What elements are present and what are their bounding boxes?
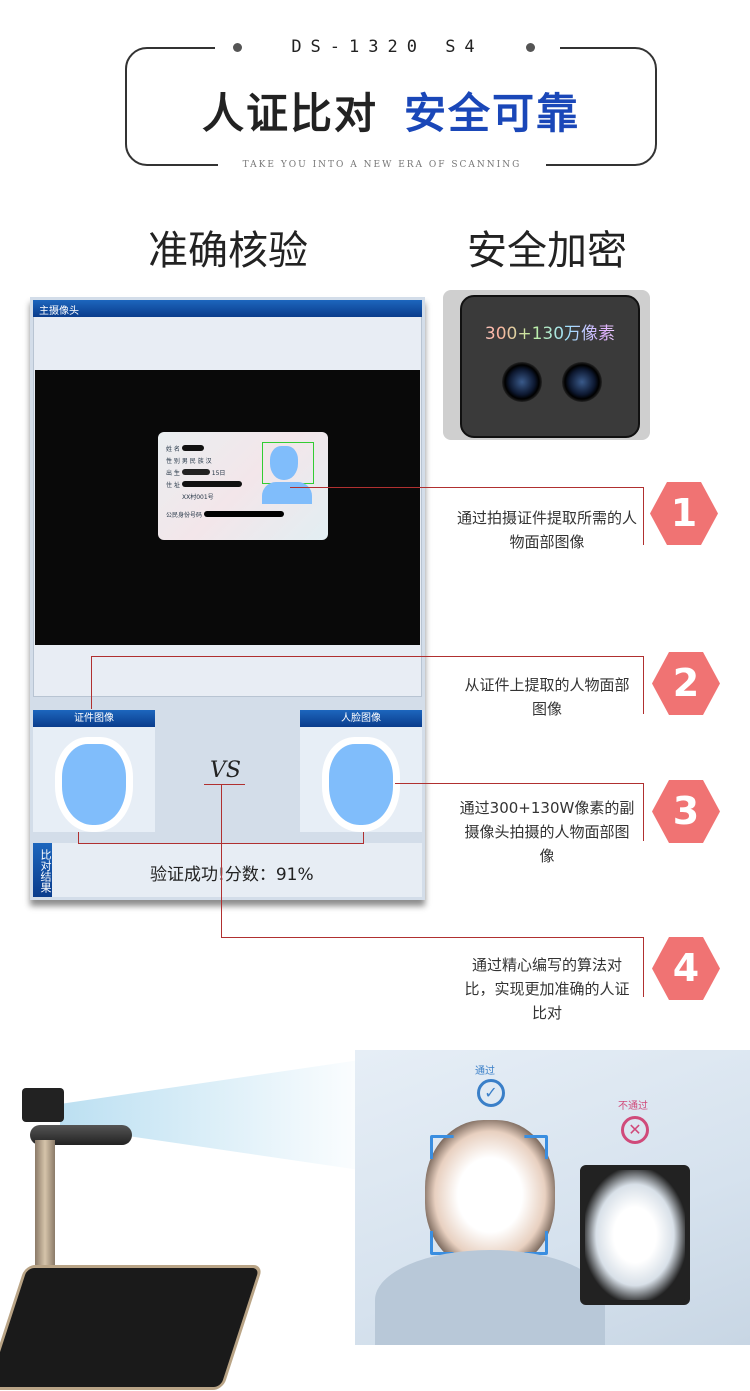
cross-icon: ✕	[621, 1116, 649, 1144]
callout-3-badge: 3	[652, 780, 720, 843]
callout-2-badge: 2	[652, 652, 720, 715]
lens-icon	[562, 362, 602, 402]
subtitle-secure: 安全加密	[467, 228, 627, 274]
live-face-image	[300, 727, 422, 832]
dot-left	[233, 43, 242, 52]
page-title: 人证比对安全可靠	[201, 89, 581, 138]
dot-right	[526, 43, 535, 52]
main-camera-title: 主摄像头	[33, 300, 422, 317]
callout-1-badge: 1	[650, 482, 718, 545]
pass-label: 通过	[475, 1066, 495, 1077]
face-image-title: 人脸图像	[300, 710, 422, 727]
callout-4-text: 通过精心编写的算法对比，实现更加准确的人证比对	[464, 956, 630, 1022]
light-beam	[60, 1060, 360, 1170]
face-recognition-photo: 通过 ✓ 不通过 ✕	[355, 1050, 750, 1345]
callout-3-text: 通过300+130W像素的副摄像头拍摄的人物面部图像	[459, 799, 635, 865]
callout-4-badge: 4	[652, 937, 720, 1000]
card-portrait	[270, 446, 298, 480]
vs-label: VS	[210, 758, 241, 783]
dual-camera-image: 300+130万像素	[443, 290, 650, 440]
tablet-photo	[580, 1165, 690, 1305]
result-text: 验证成功!分数：91%	[150, 865, 314, 885]
result-label: 比对结果	[33, 843, 52, 897]
callout-2-text: 从证件上提取的人物面部图像	[464, 676, 630, 718]
check-icon: ✓	[477, 1079, 505, 1107]
scanner-base	[0, 1265, 264, 1390]
fail-label: 不通过	[618, 1101, 648, 1112]
subtitle-accurate: 准确核验	[148, 228, 308, 274]
camera-preview: 姓 名 性 别 男 民 族 汉 出 生 15日 住 址 XX村001号 公民身份…	[35, 370, 420, 645]
man-face	[425, 1120, 555, 1270]
camera-head	[22, 1088, 64, 1122]
cert-face-image	[33, 727, 155, 832]
model-name: DS-1320 S4	[291, 37, 484, 57]
camera-pixel-label: 300+130万像素	[462, 319, 638, 344]
cert-image-title: 证件图像	[33, 710, 155, 727]
software-window: 主摄像头 姓 名 性 别 男 民 族 汉 出 生 15日 住 址 XX村001号…	[30, 297, 425, 900]
callout-1-text: 通过拍摄证件提取所需的人物面部图像	[456, 509, 637, 551]
id-card: 姓 名 性 别 男 民 族 汉 出 生 15日 住 址 XX村001号 公民身份…	[158, 432, 328, 540]
lens-icon	[502, 362, 542, 402]
scanner-device-image	[0, 1050, 360, 1391]
tagline: TAKE YOU INTO A NEW ERA OF SCANNING	[242, 160, 522, 170]
